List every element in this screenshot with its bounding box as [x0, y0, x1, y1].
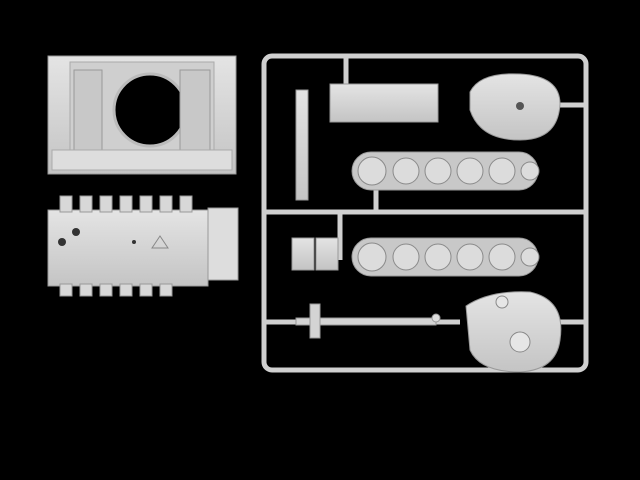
- lower-hull-part: [47, 195, 239, 297]
- sprue-frame: [261, 53, 589, 373]
- turret-body-part: [465, 291, 562, 373]
- gun-barrel-part: [295, 303, 441, 339]
- small-parts: [291, 83, 439, 271]
- turret-top-part: [469, 73, 561, 141]
- track-wheel-set-upper: [351, 151, 540, 191]
- track-wheel-set-lower: [351, 237, 540, 277]
- upper-hull-part: [47, 55, 237, 175]
